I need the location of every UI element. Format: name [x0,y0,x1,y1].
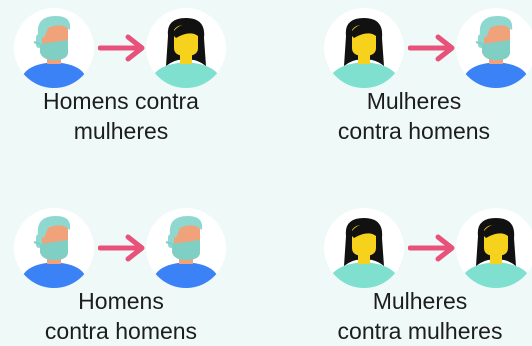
avatar-pair [14,208,226,288]
matchup-card-women-vs-women: Mulheres contra mulheres [266,168,532,344]
woman-icon [456,208,532,288]
card-label-line1: Mulheres [366,88,462,114]
arrow-right-icon [98,34,148,62]
card-label-line1: Homens [78,288,164,314]
card-label-line2: mulheres [73,118,169,144]
card-label-line1: Mulheres [372,288,468,314]
man-icon [146,208,226,288]
avatar-pair [324,208,532,288]
matchup-card-men-vs-men: Homens contra homens [0,168,266,344]
arrow-right-icon [408,234,458,262]
card-label: Mulheres contra mulheres [320,286,520,346]
woman-icon [324,8,404,88]
card-label: Homens contra homens [0,286,254,346]
man-icon [14,208,94,288]
card-label-line1: Homens contra [43,88,199,114]
matchup-card-men-vs-women: Homens contra mulheres [0,0,266,168]
woman-icon [146,8,226,88]
arrow-right-icon [408,34,458,62]
card-label: Mulheres contra homens [314,86,514,146]
matchup-card-women-vs-men: Mulheres contra homens [266,0,532,168]
arrow-right-icon [98,234,148,262]
avatar-pair [324,8,532,88]
card-label: Homens contra mulheres [0,86,254,146]
card-label-line2: contra mulheres [337,318,503,344]
avatar-pair [14,8,226,88]
card-label-line2: contra homens [44,318,198,344]
card-label-line2: contra homens [337,118,491,144]
man-icon [456,8,532,88]
man-icon [14,8,94,88]
woman-icon [324,208,404,288]
